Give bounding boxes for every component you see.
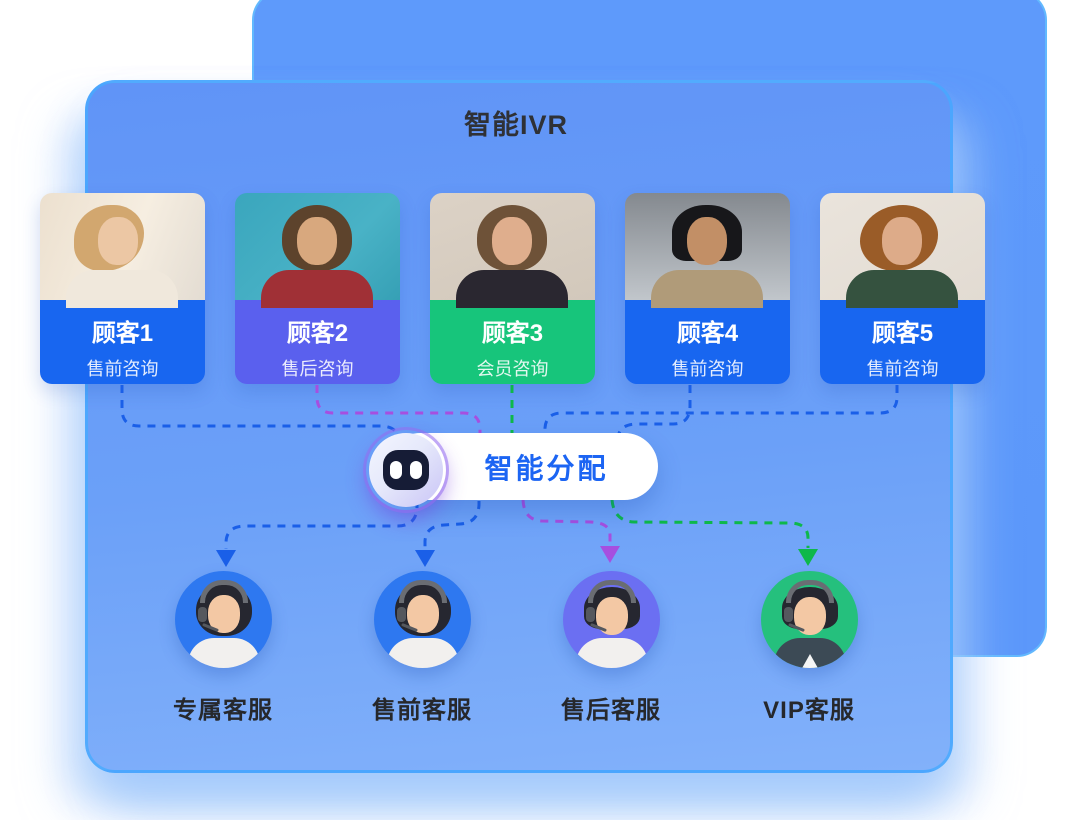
agent-label: 售前客服	[372, 697, 472, 724]
customer-tag: 售前咨询	[86, 359, 159, 379]
customer-tag: 售后咨询	[281, 359, 354, 379]
customer-name: 顾客3	[481, 320, 544, 347]
agent-label: VIP客服	[763, 697, 855, 724]
robot-eye	[410, 461, 422, 479]
robot-face	[383, 450, 429, 490]
customer-photo-5	[820, 193, 985, 308]
customer-tag: 售前咨询	[671, 359, 744, 379]
customer-photo-3	[430, 193, 595, 308]
diagram-title: 智能IVR	[463, 110, 568, 140]
customer-photo-2	[235, 193, 400, 308]
agent-label: 专属客服	[173, 697, 273, 724]
agent-avatar-4	[760, 571, 858, 668]
dispatcher-label: 智能分配	[484, 452, 609, 484]
robot-icon	[366, 430, 446, 510]
robot-eye	[390, 461, 402, 479]
agent-exclusive: 专属客服	[143, 571, 303, 725]
agent-avatar-1	[174, 571, 272, 668]
customer-card-3: 顾客3 会员咨询	[430, 193, 595, 384]
customer-card-1: 顾客1 售前咨询	[40, 193, 205, 384]
agent-avatar-3	[562, 571, 660, 668]
agent-presales: 售前客服	[342, 571, 502, 725]
customer-name: 顾客2	[286, 320, 349, 347]
customer-tag: 售前咨询	[866, 359, 939, 379]
customer-tag: 会员咨询	[476, 359, 549, 379]
customer-name: 顾客4	[676, 320, 739, 347]
agent-label: 售后客服	[561, 697, 661, 724]
customer-name: 顾客1	[91, 320, 154, 347]
customer-card-2: 顾客2 售后咨询	[235, 193, 400, 384]
customer-photo-4	[625, 193, 790, 308]
agent-vip: VIP客服	[729, 571, 889, 725]
customer-card-4: 顾客4 售前咨询	[625, 193, 790, 384]
customer-name: 顾客5	[871, 320, 934, 347]
agent-avatar-2	[373, 571, 471, 668]
customer-photo-1	[40, 193, 205, 308]
agent-aftersales: 售后客服	[531, 571, 691, 725]
customer-card-5: 顾客5 售前咨询	[820, 193, 985, 384]
